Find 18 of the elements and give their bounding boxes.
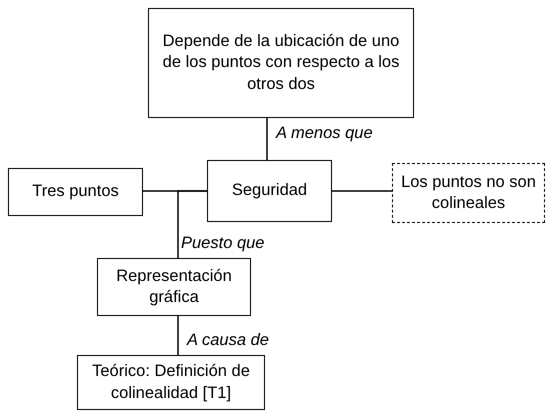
concept-box (8, 168, 143, 216)
edge-label: Puesto que (179, 234, 266, 253)
concept-box (97, 258, 251, 316)
concept-box (207, 160, 332, 222)
node-text: Depende de la ubicación de uno de los puntos con respecto a los otros dos (162, 31, 400, 95)
concept-box (148, 8, 414, 118)
concept-box (392, 163, 545, 223)
connector-line (332, 190, 392, 192)
node-text: Representación gráfica (115, 266, 233, 308)
node-text: Tres puntos (32, 181, 119, 202)
node-text: Seguridad (232, 180, 308, 202)
edge-label: A menos que (274, 124, 375, 143)
connector-line (266, 118, 268, 160)
concept-box (77, 355, 265, 410)
connector-line (177, 190, 207, 258)
node-text: Los puntos no son colineales (400, 172, 537, 214)
node-text: Teórico: Definición de colinealidad [T1] (91, 361, 251, 404)
connector-line (177, 316, 179, 355)
